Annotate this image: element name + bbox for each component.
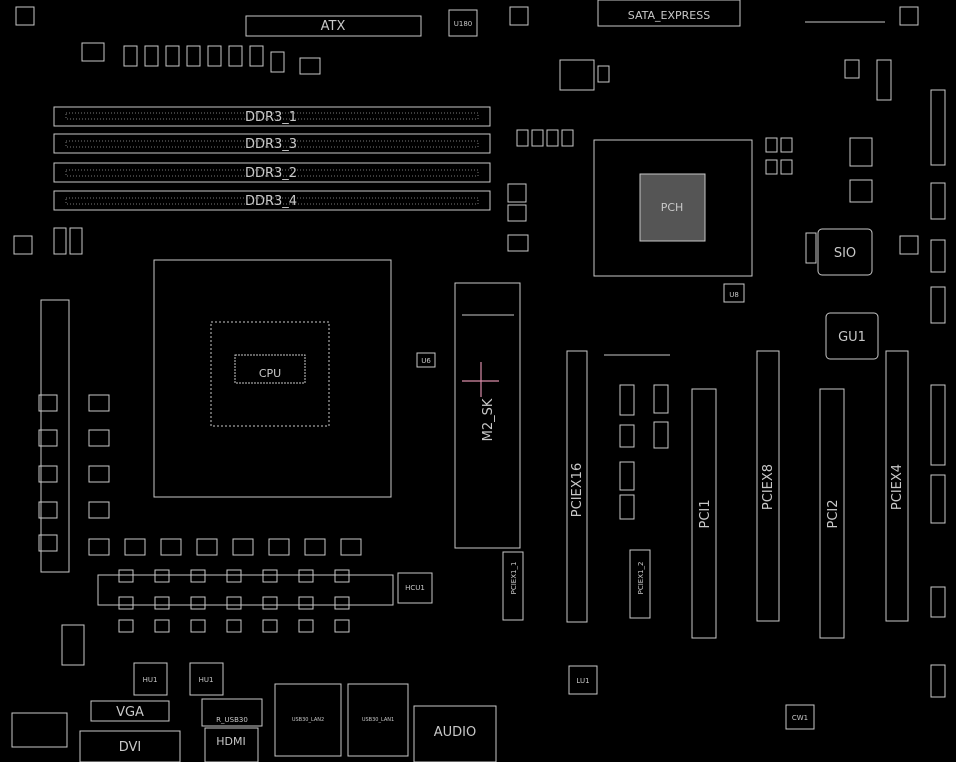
usb30-lan1-connector bbox=[347, 683, 409, 757]
label-sio: SIO bbox=[834, 246, 856, 261]
ddr3-3-slot bbox=[53, 133, 491, 154]
pciex16-slot bbox=[566, 350, 588, 623]
label-pciex1-2: PCIEX1_2 bbox=[637, 562, 645, 595]
ddr3-2-slot bbox=[53, 162, 491, 183]
label-pciex16: PCIEX16 bbox=[570, 463, 585, 517]
label-cpu: CPU bbox=[259, 367, 281, 380]
label-m2-sk: M2_SK bbox=[481, 398, 496, 441]
audio-connector bbox=[413, 705, 497, 762]
label-usb30-lan2: USB30_LAN2 bbox=[292, 717, 324, 723]
label-pci2: PCI2 bbox=[826, 499, 841, 528]
ddr3-1-slot bbox=[53, 106, 491, 127]
u6-chip bbox=[416, 352, 436, 368]
atx-connector bbox=[245, 15, 422, 37]
sata-express-connector bbox=[597, 0, 741, 27]
vga-connector bbox=[90, 700, 170, 722]
pci1-slot bbox=[691, 388, 717, 639]
sio-chip bbox=[817, 228, 873, 276]
label-pciex4: PCIEX4 bbox=[890, 464, 905, 510]
label-hdmi: HDMI bbox=[216, 735, 245, 748]
label-u6: U6 bbox=[421, 357, 431, 365]
label-usb30-lan1: USB30_LAN1 bbox=[362, 717, 394, 723]
ddr3-4-slot bbox=[53, 190, 491, 211]
label-u8: U8 bbox=[729, 291, 739, 299]
cpu-socket bbox=[153, 259, 392, 498]
usb30-lan2-connector bbox=[274, 683, 342, 757]
gu1-chip bbox=[825, 312, 879, 360]
label-pciex8: PCIEX8 bbox=[761, 464, 776, 510]
label-ddr3-2: DDR3_2 bbox=[245, 166, 297, 181]
label-gu1: GU1 bbox=[838, 330, 866, 345]
label-hu1b: HU1 bbox=[199, 676, 214, 684]
dvi-connector bbox=[79, 730, 181, 762]
hu1-chip bbox=[133, 662, 168, 696]
label-pci1: PCI1 bbox=[698, 499, 713, 528]
cpu-pad-array bbox=[210, 321, 330, 427]
label-atx: ATX bbox=[321, 19, 346, 34]
pciex8-slot bbox=[756, 350, 780, 622]
crosshair-marker bbox=[462, 362, 499, 397]
label-sata-express: SATA_EXPRESS bbox=[628, 9, 710, 22]
label-lu1: LU1 bbox=[576, 677, 589, 685]
label-hu1: HU1 bbox=[143, 676, 158, 684]
label-r-usb30: R_USB30 bbox=[216, 716, 248, 724]
pciex4-slot bbox=[885, 350, 909, 622]
pciex1-2-slot bbox=[629, 549, 651, 619]
lu1-chip bbox=[568, 665, 598, 695]
label-ddr3-1: DDR3_1 bbox=[245, 110, 297, 125]
hu1b-chip bbox=[189, 662, 224, 696]
vrm-left-column bbox=[40, 299, 70, 573]
label-ddr3-3: DDR3_3 bbox=[245, 137, 297, 152]
m2-socket bbox=[454, 282, 521, 549]
label-pciex1-1: PCIEX1_1 bbox=[510, 562, 518, 595]
label-hcu1: HCU1 bbox=[405, 584, 425, 592]
vrm-bottom-row bbox=[97, 574, 394, 606]
r-usb30-header bbox=[201, 698, 263, 727]
u8-chip bbox=[723, 283, 745, 303]
label-audio: AUDIO bbox=[434, 725, 477, 740]
hdmi-connector bbox=[204, 727, 259, 762]
label-vga: VGA bbox=[116, 705, 144, 720]
pch-chip bbox=[639, 173, 706, 242]
label-pch: PCH bbox=[661, 201, 684, 214]
hcu1-chip bbox=[397, 572, 433, 604]
u180-chip bbox=[448, 9, 478, 37]
label-dvi: DVI bbox=[119, 740, 142, 755]
pci2-slot bbox=[819, 388, 845, 639]
label-cw1: CW1 bbox=[792, 714, 808, 722]
cw1-chip bbox=[785, 704, 815, 730]
pciex1-1-slot bbox=[502, 551, 524, 621]
label-ddr3-4: DDR3_4 bbox=[245, 194, 297, 209]
pch-outline bbox=[593, 139, 753, 277]
label-u180: U180 bbox=[454, 20, 472, 28]
